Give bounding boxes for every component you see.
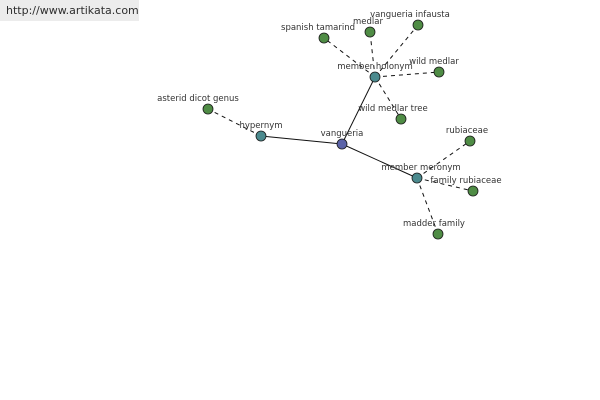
label-member-meronym[interactable]: member meronym <box>381 163 460 173</box>
site-url-link[interactable]: http://www.artikata.com <box>6 4 139 17</box>
label-asterid-dicot-genus[interactable]: asterid dicot genus <box>157 94 239 104</box>
node-wild-medlar[interactable] <box>433 66 445 78</box>
edge-vangueria-hypernym <box>260 135 343 145</box>
node-rubiaceae[interactable] <box>464 135 476 147</box>
label-spanish-tamarind[interactable]: spanish tamarind <box>281 23 355 33</box>
edges <box>207 24 474 235</box>
edge-member-meronym-family-rubiaceae <box>416 177 474 192</box>
node-hypernym[interactable] <box>255 130 267 142</box>
nodes <box>202 19 479 240</box>
label-medlar[interactable]: medlar <box>353 17 383 27</box>
edge-hypernym-asterid-dicot-genus <box>207 108 262 137</box>
node-vangueria-infausta[interactable] <box>412 19 424 31</box>
edge-vangueria-member-meronym <box>341 143 418 179</box>
edge-vangueria-member-holonym <box>341 76 376 145</box>
edge-member-meronym-rubiaceae <box>416 140 471 179</box>
label-vangueria[interactable]: vangueria <box>321 129 364 139</box>
node-member-holonym[interactable] <box>369 71 381 83</box>
node-asterid-dicot-genus[interactable] <box>202 103 214 115</box>
node-medlar[interactable] <box>364 26 376 38</box>
label-wild-medlar-tree[interactable]: wild medlar tree <box>358 104 428 114</box>
label-hypernym[interactable]: hypernym <box>239 121 282 131</box>
node-spanish-tamarind[interactable] <box>318 32 330 44</box>
edge-member-meronym-madder-family <box>416 177 439 235</box>
label-family-rubiaceae[interactable]: family rubiaceae <box>430 176 501 186</box>
edge-member-holonym-wild-medlar-tree <box>374 76 402 120</box>
node-wild-medlar-tree[interactable] <box>395 113 407 125</box>
node-madder-family[interactable] <box>432 228 444 240</box>
edge-member-holonym-vangueria-infausta <box>374 24 419 78</box>
label-rubiaceae[interactable]: rubiaceae <box>446 126 488 136</box>
node-family-rubiaceae[interactable] <box>467 185 479 197</box>
label-vangueria-infausta[interactable]: vangueria infausta <box>370 10 450 20</box>
edge-member-holonym-spanish-tamarind <box>323 37 376 78</box>
label-member-holonym[interactable]: member holonym <box>337 62 412 72</box>
node-vangueria[interactable] <box>336 138 348 150</box>
labels: vangueria member holonym hypernym member me… <box>157 10 501 229</box>
label-madder-family[interactable]: madder family <box>403 219 465 229</box>
edge-member-holonym-wild-medlar <box>374 71 440 78</box>
label-wild-medlar[interactable]: wild medlar <box>409 57 459 67</box>
node-member-meronym[interactable] <box>411 172 423 184</box>
url-bar: http://www.artikata.com <box>0 0 139 21</box>
